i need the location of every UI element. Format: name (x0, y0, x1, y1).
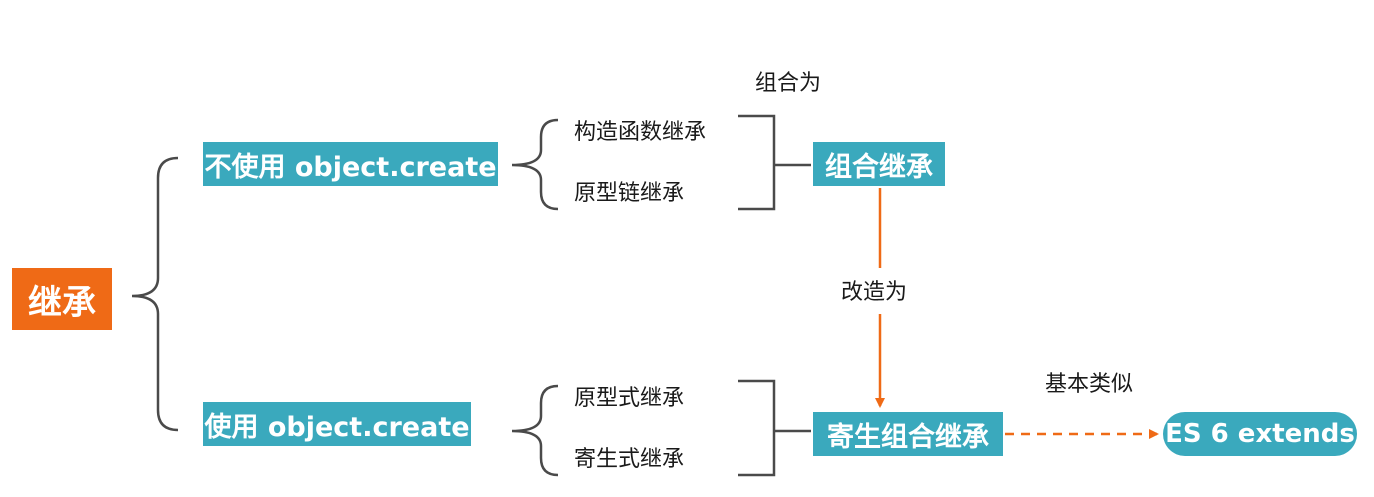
prototypal-inheritance-label: 原型式继承 (574, 386, 685, 411)
without-object-create-node: 不使用 object.create (203, 142, 498, 186)
es6-extends-node: ES 6 extends (1163, 412, 1357, 456)
prototype-chain-inheritance-label: 原型链继承 (574, 181, 685, 206)
combination-inheritance-node: 组合继承 (813, 142, 945, 186)
parasitic-inheritance-label: 寄生式继承 (574, 447, 685, 472)
parasitic-combination-inheritance-node: 寄生组合继承 (813, 412, 1003, 456)
root-brace (131, 156, 179, 432)
upper-left-brace (511, 118, 559, 211)
combine-as-edge-label: 组合为 (755, 71, 822, 96)
lower-left-brace (511, 384, 559, 477)
with-object-create-node: 使用 object.create (203, 402, 471, 446)
lower-right-bracket (738, 379, 811, 477)
inheritance-root-node: 继承 (12, 268, 112, 330)
upper-right-bracket (738, 114, 811, 211)
constructor-inheritance-label: 构造函数继承 (574, 120, 707, 145)
basically-similar-edge-label: 基本类似 (1045, 372, 1134, 397)
modify-as-edge-label: 改造为 (841, 280, 908, 305)
